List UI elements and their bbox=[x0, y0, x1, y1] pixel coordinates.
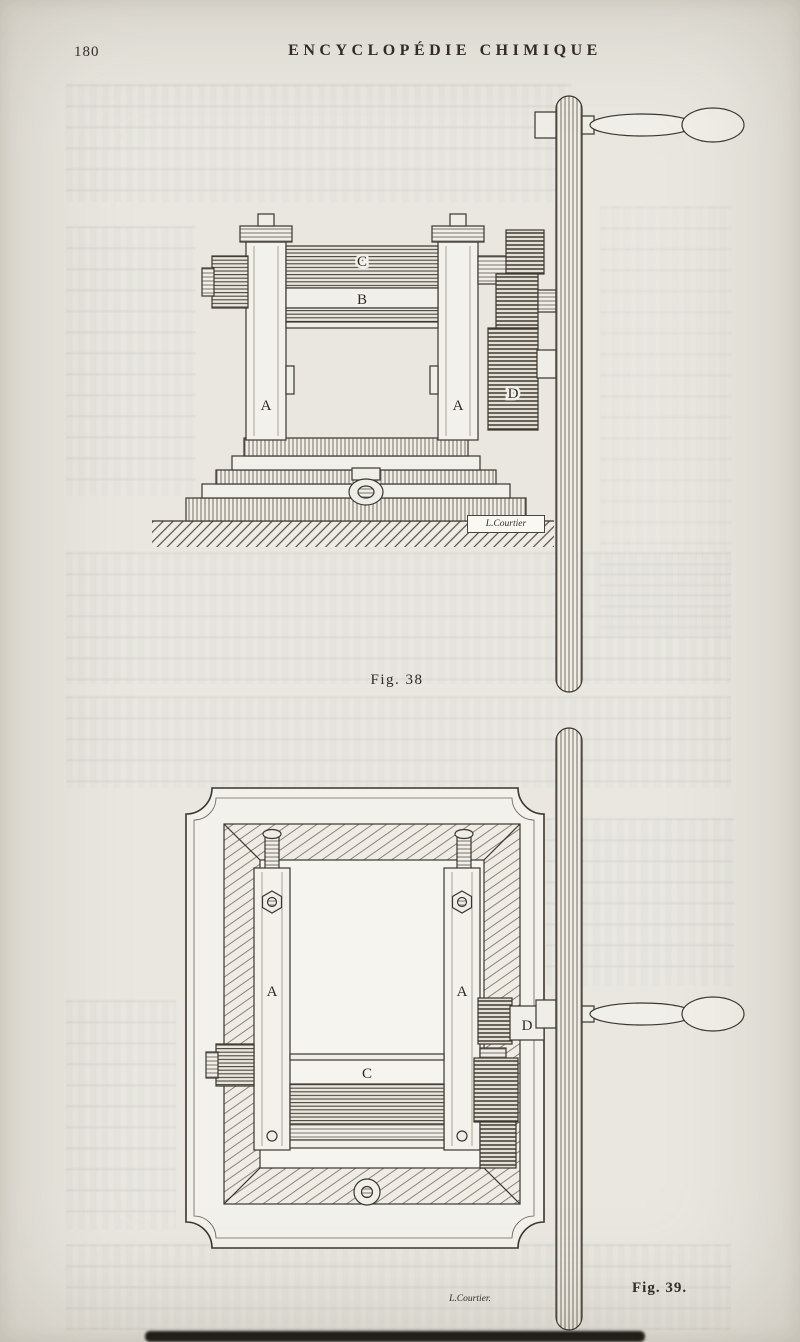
bleed-through-text bbox=[600, 206, 732, 636]
bleed-through-text bbox=[66, 1244, 731, 1330]
fig38-engraver-signature: L.Courtier bbox=[467, 515, 545, 533]
fig39-label-column-left: A bbox=[267, 984, 278, 1000]
fig38-label-lower-roller: B bbox=[357, 292, 367, 308]
fig38-label-upper-roller: C bbox=[357, 254, 367, 270]
fig38-label-gear: D bbox=[508, 386, 519, 402]
fig38-label-column-left: A bbox=[261, 398, 272, 414]
bleed-through-text bbox=[66, 84, 571, 202]
bleed-through-text bbox=[66, 226, 196, 496]
fig38-label-column-right: A bbox=[453, 398, 464, 414]
book-gutter-shadow bbox=[145, 1331, 645, 1342]
figure-38-drawing: C B A A D bbox=[152, 95, 745, 693]
figure-39-drawing: A A C D bbox=[185, 727, 745, 1331]
page-number: 180 bbox=[74, 44, 100, 60]
page-header-title: ENCYCLOPÉDIE CHIMIQUE bbox=[288, 42, 602, 59]
fig39-caption: Fig. 39. bbox=[632, 1280, 688, 1296]
fig39-label-gear: D bbox=[522, 1018, 533, 1034]
bleed-through-text bbox=[66, 696, 731, 788]
fig39-label-roller: C bbox=[362, 1066, 372, 1082]
bleed-through-text bbox=[66, 552, 731, 684]
bleed-through-text bbox=[66, 1000, 176, 1230]
fig39-label-column-right: A bbox=[457, 984, 468, 1000]
fig39-engraver-signature: L.Courtier. bbox=[449, 1294, 491, 1304]
fig38-caption: Fig. 38 bbox=[370, 672, 424, 688]
